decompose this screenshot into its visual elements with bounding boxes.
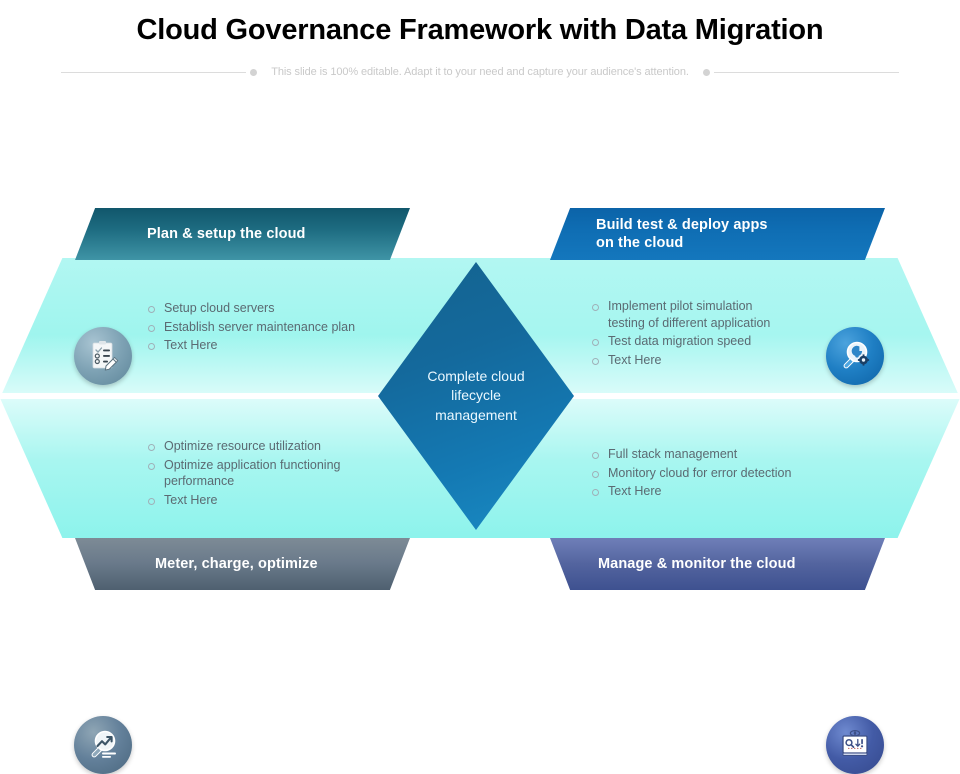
header-bar-build-test-deploy[interactable]: Build test & deploy apps on the cloud <box>550 208 885 260</box>
list-item: Text Here <box>592 352 852 369</box>
list-item: Test data migration speed <box>592 333 852 350</box>
bullet-text: Setup cloud servers <box>164 301 275 315</box>
subtitle-text: This slide is 100% editable. Adapt it to… <box>271 66 689 78</box>
bullet-text: Optimize application functioning perform… <box>164 457 341 489</box>
header-bar-meter-charge-optimize[interactable]: Meter, charge, optimize <box>75 538 410 590</box>
list-item: Optimize application functioning perform… <box>148 457 413 490</box>
list-item: Optimize resource utilization <box>148 438 413 455</box>
body-panel-fill <box>480 398 960 538</box>
bullet-text: Text Here <box>608 484 662 498</box>
body-panel-build-test-deploy <box>480 258 960 398</box>
bullet-marker-icon <box>592 489 599 496</box>
bullet-text: Test data migration speed <box>608 334 752 348</box>
bullet-marker-icon <box>148 306 155 313</box>
clipboard-checklist-pencil-icon[interactable] <box>74 327 132 385</box>
subtitle-dot-right <box>702 68 710 76</box>
monitor-dashboard-magnifier-icon[interactable] <box>826 716 884 774</box>
header-bar-plan-setup[interactable]: Plan & setup the cloud <box>75 208 410 260</box>
list-item: Monitory cloud for error detection <box>592 465 852 482</box>
list-item: Establish server maintenance plan <box>148 319 413 336</box>
center-diamond-complete-cloud-lifecycle[interactable]: Complete cloud lifecycle management <box>378 262 574 530</box>
bullet-marker-icon <box>592 357 599 365</box>
subtitle-rule-left <box>61 71 247 73</box>
header-bar-label: Build test & deploy apps on the cloud <box>596 216 768 251</box>
subtitle-dot-left <box>250 68 258 76</box>
header-bar-fill <box>550 208 885 260</box>
bullet-text: Text Here <box>164 492 218 507</box>
header-bar-manage-monitor[interactable]: Manage & monitor the cloud <box>550 538 885 590</box>
magnifier-wrench-gear-icon[interactable] <box>826 327 884 385</box>
center-diamond-label: Complete cloud lifecycle management <box>427 368 525 423</box>
bullet-marker-icon <box>592 304 599 311</box>
page-title: Cloud Governance Framework with Data Mig… <box>136 14 824 46</box>
list-item: Text Here <box>592 483 852 500</box>
bullet-text: Monitory cloud for error detection <box>608 465 792 480</box>
bullet-list-build-test-deploy: Implement pilot simulation testing of di… <box>592 298 852 370</box>
cloud-governance-diagram: Plan & setup the cloud Build test & depl… <box>0 150 960 774</box>
bullet-marker-icon <box>592 470 599 478</box>
bullet-text: Text Here <box>608 352 662 367</box>
bullet-list-manage-monitor: Full stack management Monitory cloud for… <box>592 446 852 502</box>
bullet-text: Full stack management <box>608 447 738 461</box>
bullet-marker-icon <box>592 452 599 459</box>
list-item: Implement pilot simulation testing of di… <box>592 298 852 331</box>
bullet-marker-icon <box>148 343 155 350</box>
bullet-list-plan-setup: Setup cloud servers Establish server mai… <box>148 300 413 356</box>
list-item: Text Here <box>148 492 413 509</box>
header-bar-label: Plan & setup the cloud <box>147 225 306 242</box>
subtitle-row: This slide is 100% editable. Adapt it to… <box>0 62 960 82</box>
bullet-text: Text Here <box>164 338 218 352</box>
bullet-text: Optimize resource utilization <box>164 439 322 453</box>
list-item: Full stack management <box>592 446 852 463</box>
header-bar-fill <box>75 208 410 260</box>
bullet-text: Establish server maintenance plan <box>164 319 356 334</box>
subtitle-rule-right <box>713 71 899 73</box>
header-bar-label: Manage & monitor the cloud <box>598 555 796 572</box>
bullet-marker-icon <box>148 462 155 470</box>
header-bar-label: Meter, charge, optimize <box>155 555 318 572</box>
magnifier-chart-analytics-icon[interactable] <box>74 716 132 774</box>
body-panel-manage-monitor <box>480 398 960 538</box>
bullet-text: Implement pilot simulation testing of di… <box>608 299 771 330</box>
bullet-marker-icon <box>148 497 155 505</box>
bullet-marker-icon <box>148 324 155 332</box>
bullet-marker-icon <box>592 339 599 346</box>
header-bar-fill <box>75 538 410 590</box>
bullet-marker-icon <box>148 444 155 451</box>
body-panel-fill <box>480 258 960 398</box>
bullet-list-meter-charge-optimize: Optimize resource utilization Optimize a… <box>148 438 413 510</box>
header-bar-fill <box>550 538 885 590</box>
list-item: Setup cloud servers <box>148 300 413 317</box>
list-item: Text Here <box>148 337 413 354</box>
